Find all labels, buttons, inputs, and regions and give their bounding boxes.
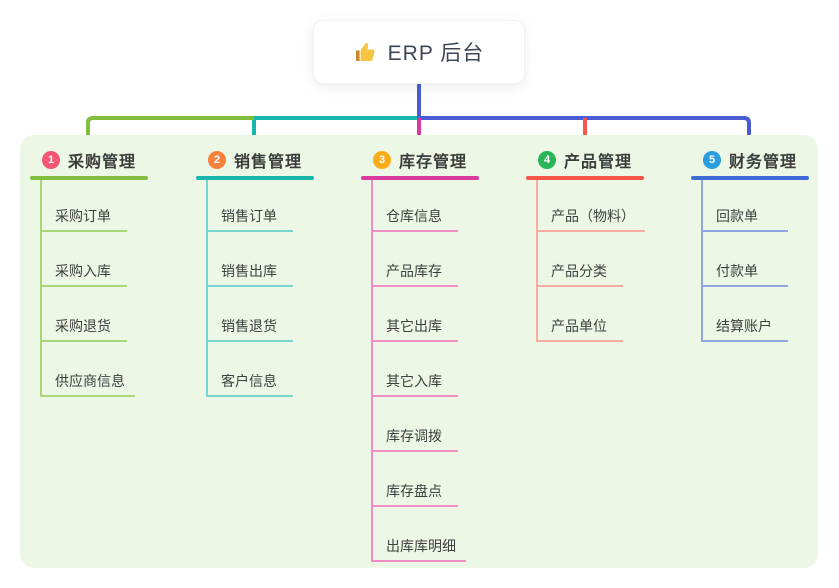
branch-purchase: 1 采购管理 采购订单 采购入库 采购退货 供应商信息 [30,146,148,397]
child-item: 客户信息 [206,371,293,397]
thumbs-up-icon [355,42,375,61]
child-item: 销售退货 [206,316,293,342]
child-item: 其它入库 [371,371,458,397]
branch-number-badge: 1 [42,151,60,169]
child-item: 销售订单 [206,206,293,232]
child-item: 出库库明细 [371,536,466,562]
branch-underline [196,176,314,180]
child-item: 仓库信息 [371,206,458,232]
child-item: 库存盘点 [371,481,458,507]
root-node: ERP 后台 [313,20,525,84]
branch-heading: 4 产品管理 [526,146,644,174]
child-item: 供应商信息 [40,371,135,397]
branch-heading: 3 库存管理 [361,146,479,174]
child-item: 库存调拨 [371,426,458,452]
child-item: 回款单 [701,206,788,232]
branch-heading: 5 财务管理 [691,146,809,174]
child-item: 付款单 [701,261,788,287]
branch-label: 采购管理 [68,154,137,171]
branch-underline [30,176,148,180]
branch-finance: 5 财务管理 回款单 付款单 结算账户 [691,146,809,342]
branch-label: 销售管理 [234,154,303,171]
child-item: 产品分类 [536,261,623,287]
branch-underline [361,176,479,180]
branch-underline [526,176,644,180]
child-item: 采购订单 [40,206,127,232]
branch-label: 库存管理 [399,154,468,171]
child-item: 销售出库 [206,261,293,287]
child-item: 产品库存 [371,261,458,287]
branch-number-badge: 5 [703,151,721,169]
branch-product: 4 产品管理 产品（物料） 产品分类 产品单位 [526,146,645,342]
branch-underline [691,176,809,180]
branch-number-badge: 2 [208,151,226,169]
branch-spine [206,180,208,397]
branch-spine [371,180,373,562]
branch-spine [40,180,42,397]
branch-inventory: 3 库存管理 仓库信息 产品库存 其它出库 其它入库 库存调拨 库存盘点 出库库… [361,146,479,562]
branch-number-badge: 3 [373,151,391,169]
branch-number-badge: 4 [538,151,556,169]
child-item: 采购入库 [40,261,127,287]
child-item: 产品（物料） [536,206,645,232]
child-item: 产品单位 [536,316,623,342]
branch-heading: 1 采购管理 [30,146,148,174]
child-item: 结算账户 [701,316,788,342]
branch-spine [536,180,538,342]
branch-spine [701,180,703,342]
child-item: 其它出库 [371,316,458,342]
branches-panel [20,135,818,568]
branch-label: 财务管理 [729,154,798,171]
branch-label: 产品管理 [564,154,633,171]
branch-sales: 2 销售管理 销售订单 销售出库 销售退货 客户信息 [196,146,314,397]
child-item: 采购退货 [40,316,127,342]
branch-heading: 2 销售管理 [196,146,314,174]
root-title: ERP 后台 [387,42,485,65]
